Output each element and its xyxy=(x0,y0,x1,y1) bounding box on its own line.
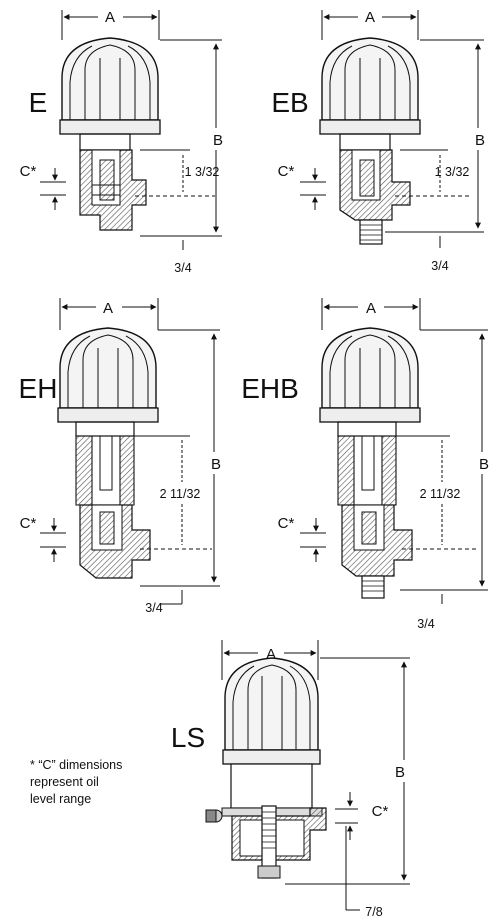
model-ehb-height-dim: 2 11/32 xyxy=(420,487,461,501)
model-ehb-dim-b: B xyxy=(479,456,489,473)
model-eh-dim-b: B xyxy=(211,456,221,473)
model-eh-dim-c: C* xyxy=(20,515,37,532)
model-ls-thread-dim: 7/8 xyxy=(365,905,382,919)
model-ehb-thread-dim: 3/4 xyxy=(417,617,434,631)
model-e-thread-dim: 3/4 xyxy=(174,261,191,275)
footnote: * “C” dimensions represent oil level ran… xyxy=(30,757,180,808)
model-eh-label: EH xyxy=(19,373,58,404)
model-eb-dim-a: A xyxy=(365,9,375,26)
model-ls-label: LS xyxy=(171,722,205,753)
model-eb-drawing: A C* 1 3/32 B 3/4 xyxy=(278,9,485,273)
footnote-line: * “C” dimensions xyxy=(30,758,123,772)
model-e-label: E xyxy=(29,87,48,118)
model-e-dim-c: C* xyxy=(20,163,37,180)
model-ehb-drawing: A C* 2 11/32 B 3/4 xyxy=(278,298,489,631)
model-e-dim-b: B xyxy=(213,132,223,149)
model-eb-height-dim: 1 3/32 xyxy=(435,165,470,179)
model-e-dim-a: A xyxy=(105,9,115,26)
model-e-height-dim: 1 3/32 xyxy=(185,165,220,179)
model-eh-height-dim: 2 11/32 xyxy=(160,487,201,501)
model-eb-dim-b: B xyxy=(475,132,485,149)
footnote-line: represent oil xyxy=(30,775,99,789)
model-ehb-label: EHB xyxy=(241,373,299,404)
model-ls-dim-a: A xyxy=(266,646,276,663)
model-eb-label: EB xyxy=(271,87,308,118)
model-e-drawing: A C* 1 3/32 B 3/4 xyxy=(20,9,223,275)
model-ehb-dim-c: C* xyxy=(278,515,295,532)
model-ls-dim-c: C* xyxy=(372,803,389,820)
model-eh-dim-a: A xyxy=(103,300,113,317)
footnote-line: level range xyxy=(30,792,92,806)
model-ls-dim-b: B xyxy=(395,764,405,781)
model-eb-dim-c: C* xyxy=(278,163,295,180)
model-eh-thread-dim: 3/4 xyxy=(145,601,162,615)
model-eb-thread-dim: 3/4 xyxy=(431,259,448,273)
model-ehb-dim-a: A xyxy=(366,300,376,317)
model-eh-drawing: A C* 2 11/32 B 3/4 xyxy=(20,298,221,615)
model-ls-drawing: A C* B 7/8 xyxy=(205,640,410,919)
